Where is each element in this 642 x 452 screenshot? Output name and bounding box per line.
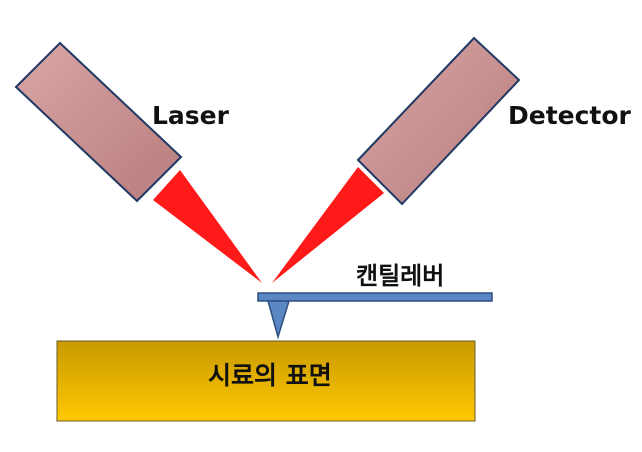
sample-block-icon bbox=[56, 340, 476, 422]
incident-laser-beam bbox=[153, 170, 262, 283]
laser-housing-icon bbox=[14, 41, 183, 203]
cantilever-label: 캔틸레버 bbox=[356, 262, 444, 290]
cantilever-tip-icon bbox=[267, 300, 291, 340]
cantilever-beam bbox=[257, 292, 493, 302]
detector-housing-icon bbox=[356, 36, 521, 206]
detector-label: Detector bbox=[508, 101, 632, 130]
laser-label: Laser bbox=[152, 101, 230, 130]
sample-surface-label: 시료의 표면 bbox=[208, 361, 332, 390]
reflected-laser-beam bbox=[272, 167, 384, 283]
